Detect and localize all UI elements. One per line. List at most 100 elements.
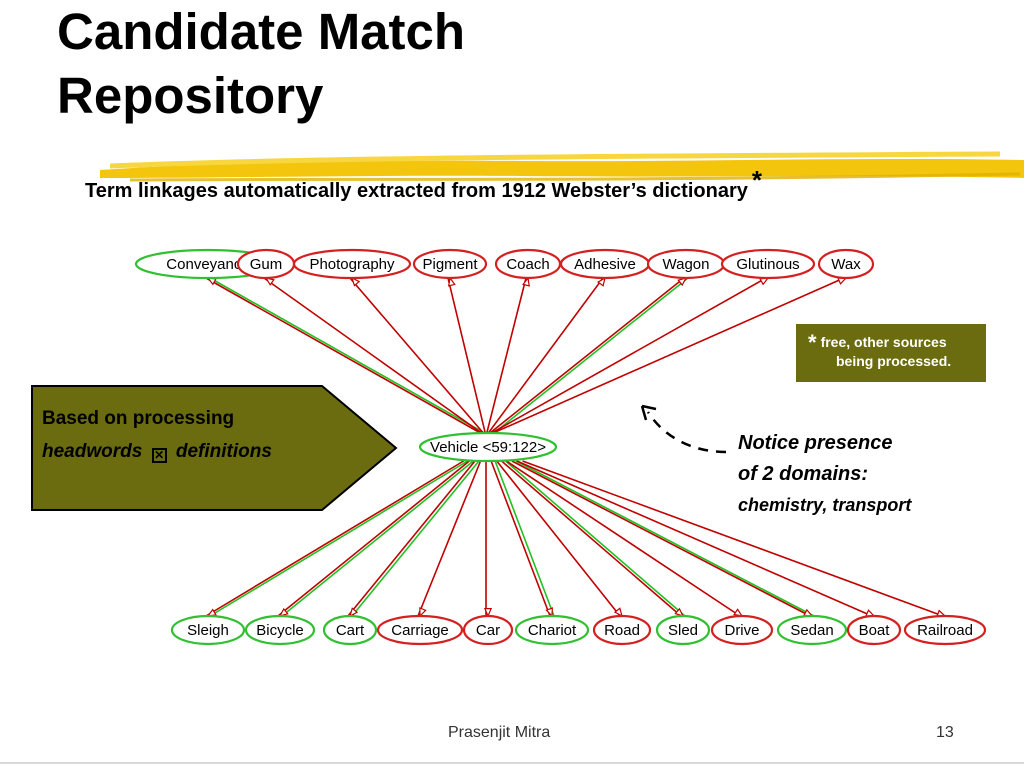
slide-title: Candidate Match Repository: [57, 0, 465, 128]
edge-top-5-arrowhead: [597, 276, 606, 287]
edge-top-0-green: [209, 277, 485, 434]
graph-node-top-1: Gum: [236, 248, 296, 280]
graph-node-center-label: Vehicle <59:122>: [430, 439, 546, 456]
edge-bottom-8-red: [505, 460, 741, 617]
note-line-1: free, other sources: [820, 334, 947, 350]
graph-node-top-4: Coach: [494, 248, 562, 280]
graph-node-bottom-11-label: Railroad: [917, 622, 973, 639]
footer-author: Prasenjit Mitra: [448, 724, 551, 741]
edge-bottom-6-arrowhead: [613, 607, 623, 618]
edge-top-4-arrowhead: [522, 276, 530, 287]
graph-node-top-4-label: Coach: [506, 256, 549, 273]
graph-node-bottom-1: Bicycle: [244, 614, 316, 646]
graph-node-top-8-ellipse: [817, 248, 875, 280]
graph-node-top-2-ellipse: [292, 248, 412, 280]
note-line-2: being processed.: [836, 353, 952, 369]
edge-bottom-7-arrowhead: [674, 607, 685, 618]
graph-node-center: Vehicle <59:122>: [418, 431, 558, 463]
edge-bottom-11-red: [522, 460, 944, 617]
graph-node-top-6: Wagon: [646, 248, 726, 280]
edge-bottom-0-red: [205, 460, 465, 617]
graph-node-bottom-6-label: Road: [604, 622, 640, 639]
edge-bottom-7-green: [505, 460, 686, 617]
graph-node-bottom-0: Sleigh: [170, 614, 246, 646]
graph-node-top-2-label: Photography: [309, 256, 395, 273]
graph-node-top-3: Pigment: [412, 248, 488, 280]
graph-node-top-8: Wax: [817, 248, 875, 280]
edge-bottom-1-red: [277, 460, 470, 617]
edge-bottom-3-red: [417, 460, 482, 617]
graph-node-bottom-11-ellipse: [903, 614, 987, 646]
graph-node-bottom-4-label: Car: [476, 622, 500, 639]
graph-node-top-3-ellipse: [412, 248, 488, 280]
edge-bottom-2-red: [347, 460, 476, 617]
graph-node-bottom-3: Carriage: [376, 614, 464, 646]
graph-node-top-7: Glutinous: [720, 248, 816, 280]
edge-top-6-arrowhead: [677, 277, 688, 287]
graph-node-bottom-10-ellipse: [846, 614, 902, 646]
graph-node-bottom-4: Car: [462, 614, 514, 646]
title-line-1: Candidate Match: [57, 3, 466, 60]
edge-bottom-6-red: [496, 460, 621, 617]
process-headwords: headwords: [42, 441, 143, 462]
edge-top-1-red: [263, 277, 483, 434]
edge-top-6-red: [489, 277, 685, 434]
footer-divider: [0, 762, 1024, 764]
process-definitions: definitions: [175, 441, 272, 462]
graph-node-bottom-4-ellipse: [462, 614, 514, 646]
edge-bottom-5-red: [490, 460, 551, 617]
graph-node-top-6-label: Wagon: [663, 256, 710, 273]
graph-node-bottom-6: Road: [592, 614, 652, 646]
graph-node-bottom-8: Drive: [710, 614, 774, 646]
edge-bottom-3-arrowhead: [419, 607, 427, 618]
checkbox-x-icon: ✕: [151, 448, 167, 463]
edge-top-3-arrowhead: [447, 276, 456, 287]
edge-top-0-red: [205, 277, 481, 434]
notice-text: Notice presence of 2 domains: chemistry,…: [738, 428, 998, 521]
graph-node-bottom-9-label: Sedan: [790, 622, 833, 639]
graph-node-top-5-label: Adhesive: [574, 256, 636, 273]
graph-edges: [205, 276, 947, 618]
graph-node-bottom-3-label: Carriage: [391, 622, 449, 639]
note-box: *free, other sources being processed.: [796, 324, 986, 382]
edge-top-6-green: [493, 277, 689, 434]
graph-node-bottom-9-ellipse: [776, 614, 848, 646]
notice-line-2: of 2 domains:: [738, 463, 869, 485]
graph-node-top-0-label: Conveyance: [166, 256, 249, 273]
subtitle-asterisk: *: [751, 165, 762, 195]
graph-node-bottom-5: Chariot: [514, 614, 590, 646]
edge-top-5-red: [487, 277, 604, 434]
graph-node-bottom-8-ellipse: [710, 614, 774, 646]
graph-node-bottom-9: Sedan: [776, 614, 848, 646]
graph-node-bottom-11: Railroad: [903, 614, 987, 646]
graph-node-bottom-0-ellipse: [170, 614, 246, 646]
edge-bottom-1-green: [281, 460, 474, 617]
edge-top-8-red: [492, 277, 845, 434]
graph-node-top-7-ellipse: [720, 248, 816, 280]
notice-line-3: chemistry, transport: [738, 495, 912, 515]
graph-node-bottom-0-label: Sleigh: [187, 622, 229, 639]
graph-node-bottom-2-label: Cart: [336, 622, 365, 639]
graph-node-bottom-2-ellipse: [322, 614, 378, 646]
dashed-arrow-icon: [640, 404, 727, 454]
graph-node-top-2: Photography: [292, 248, 412, 280]
graph-node-bottom-5-label: Chariot: [528, 622, 577, 639]
graph-node-top-3-label: Pigment: [422, 256, 478, 273]
title-underline-brush: [100, 151, 1024, 182]
graph-node-bottom-6-ellipse: [592, 614, 652, 646]
graph-node-bottom-2: Cart: [322, 614, 378, 646]
graph-node-bottom-7-label: Sled: [668, 622, 698, 639]
graph-node-top-8-label: Wax: [831, 256, 861, 273]
edge-bottom-2-green: [351, 460, 480, 617]
process-line-2: headwords ✕ definitions: [42, 435, 362, 468]
edge-top-3-red: [447, 277, 487, 434]
slide-subtitle: Term linkages automatically extracted fr…: [85, 165, 762, 204]
graph-node-bottom-1-label: Bicycle: [256, 622, 304, 639]
graph-node-bottom-10: Boat: [846, 614, 902, 646]
graph-node-bottom-5-ellipse: [514, 614, 590, 646]
graph-node-bottom-1-ellipse: [244, 614, 316, 646]
edge-bottom-5-arrowhead: [545, 607, 553, 618]
graph-node-center-ellipse: [418, 431, 558, 463]
